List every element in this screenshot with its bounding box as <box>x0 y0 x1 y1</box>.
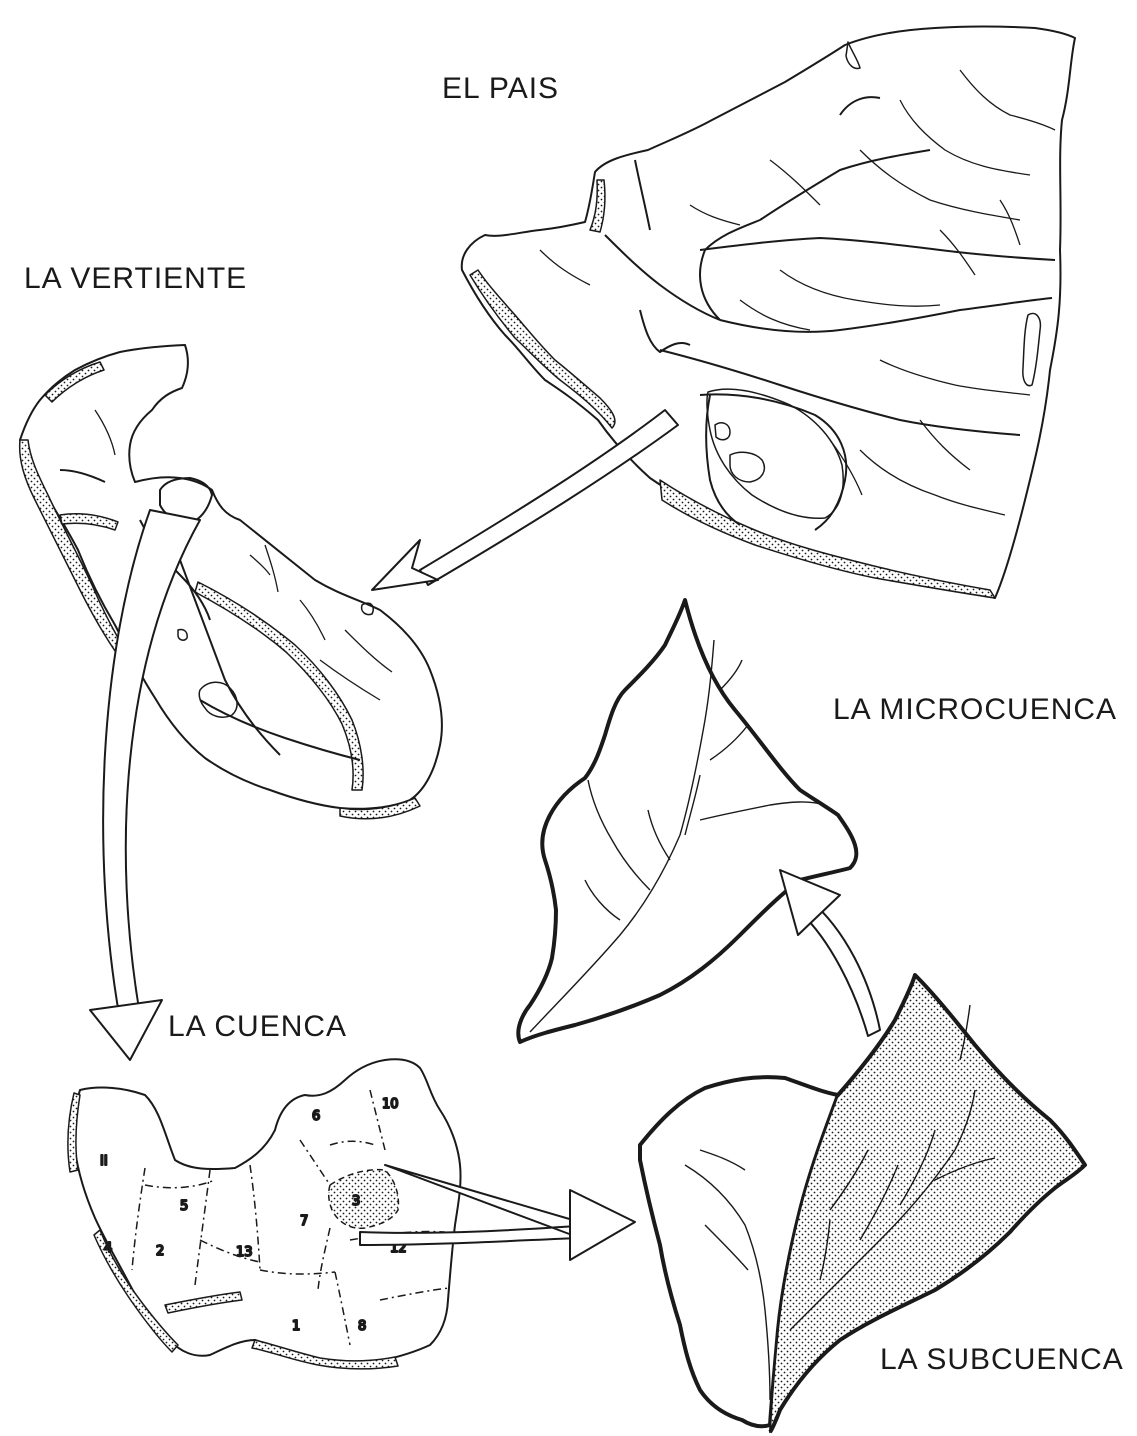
cuenca-unit-label: 1 <box>292 1319 300 1334</box>
label-la-vertiente: LA VERTIENTE <box>24 262 247 296</box>
cuenca-unit-label: II <box>100 1154 108 1169</box>
cuenca-unit-label: 7 <box>300 1214 308 1229</box>
cuenca-unit-label: 13 <box>236 1245 253 1260</box>
label-la-cuenca: LA CUENCA <box>168 1010 347 1044</box>
country-map <box>462 27 1075 599</box>
cuenca-unit-label: 3 <box>352 1194 360 1209</box>
label-la-subcuenca: LA SUBCUENCA <box>880 1343 1124 1377</box>
label-la-microcuenca: LA MICROCUENCA <box>833 693 1117 727</box>
cuenca-unit-label: 4 <box>104 1241 112 1256</box>
arrow-subcuenca-to-microcuenca <box>780 870 880 1036</box>
cuenca-unit-label: 6 <box>312 1109 320 1124</box>
cuenca-unit-label: 10 <box>382 1097 399 1112</box>
arrow-pais-to-vertiente <box>372 410 678 590</box>
label-el-pais: EL PAIS <box>442 72 559 106</box>
cuenca-unit-label: 8 <box>358 1319 366 1334</box>
cuenca-unit-label: 2 <box>156 1244 164 1259</box>
cuenca-map: II 10 6 5 2 4 13 7 3 12 1 8 <box>68 1059 461 1369</box>
microcuenca-map <box>518 600 856 1042</box>
cuenca-unit-label: 5 <box>180 1199 188 1214</box>
